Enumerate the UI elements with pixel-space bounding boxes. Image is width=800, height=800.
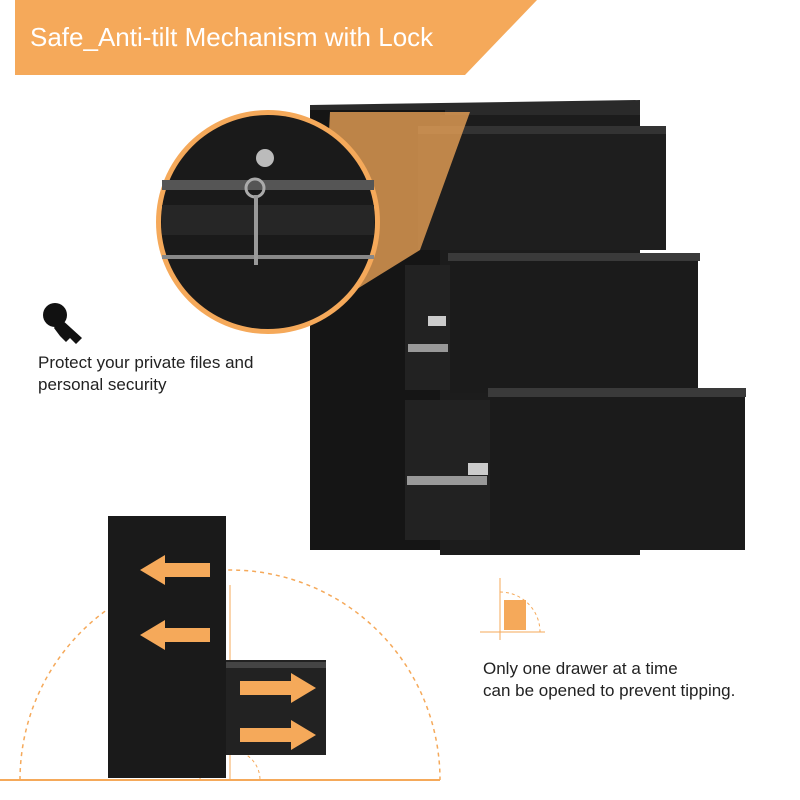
banner-title: Safe_Anti-tilt Mechanism with Lock: [30, 22, 434, 52]
anti-tilt-caption-line2: can be opened to prevent tipping.: [483, 681, 736, 700]
anti-tilt-caption: Only one drawer at a time can be opened …: [483, 658, 735, 702]
anti-tilt-caption-line1: Only one drawer at a time: [483, 659, 678, 678]
security-caption-line1: Protect your private files and: [38, 353, 254, 372]
security-caption-line2: personal security: [38, 375, 167, 394]
security-caption: Protect your private files and personal …: [38, 352, 253, 396]
